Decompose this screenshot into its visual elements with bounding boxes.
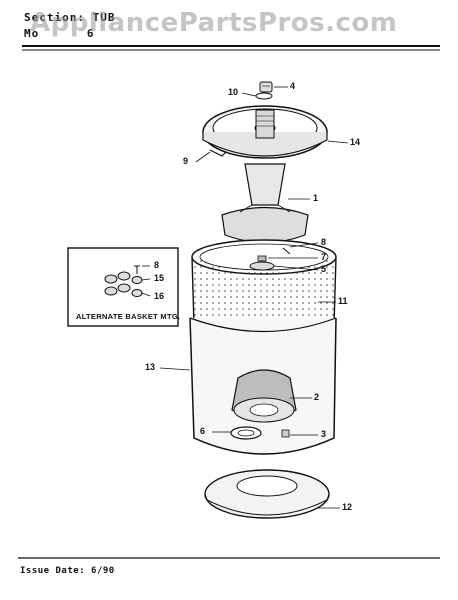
section-label: Section: TUB: [24, 11, 116, 24]
inset-callout-16: 16: [154, 291, 165, 301]
inset-caption: ALTERNATE BASKET MTG.: [76, 312, 181, 321]
callout-7: 7: [321, 252, 327, 262]
model-value: 6: [86, 27, 95, 40]
callout-6: 6: [200, 426, 206, 436]
part-5-flange: [249, 261, 275, 271]
part-14-balance-ring: [202, 105, 328, 159]
part-2-seal: [231, 369, 297, 423]
callout-1: 1: [313, 193, 319, 203]
callout-12: 12: [342, 502, 353, 512]
part-7-bolt: [257, 255, 267, 262]
part-10-washer: [255, 92, 273, 100]
callout-4: 4: [290, 81, 296, 91]
model-label: Mo 6: [24, 27, 95, 40]
callout-10: 10: [228, 87, 239, 97]
part-8-screw: [282, 247, 291, 255]
callout-8: 8: [321, 237, 327, 247]
callout-5: 5: [321, 264, 327, 274]
callout-11: 11: [338, 296, 348, 306]
part-1-hub: [221, 163, 309, 244]
part-12-cover: [204, 469, 330, 519]
callout-3: 3: [321, 429, 327, 439]
inset-callout-8: 8: [154, 260, 160, 270]
part-9-clip: [209, 149, 227, 157]
issue-date: Issue Date: 6/90: [20, 566, 115, 576]
watermark: AppliancePartsPros.com: [30, 8, 398, 38]
part-3-screw: [281, 429, 290, 438]
callout-14: 14: [350, 137, 361, 147]
inset-callout-15: 15: [154, 273, 165, 283]
leader-lines: [159, 86, 349, 509]
part-4-nut: [259, 81, 273, 93]
callout-13: 13: [145, 362, 156, 372]
callout-9: 9: [183, 156, 189, 166]
inset-box: [67, 247, 179, 327]
callout-2: 2: [314, 392, 320, 402]
part-11-basket: [191, 239, 337, 339]
part-6-gasket: [230, 426, 262, 440]
section-value: TUB: [92, 11, 116, 24]
